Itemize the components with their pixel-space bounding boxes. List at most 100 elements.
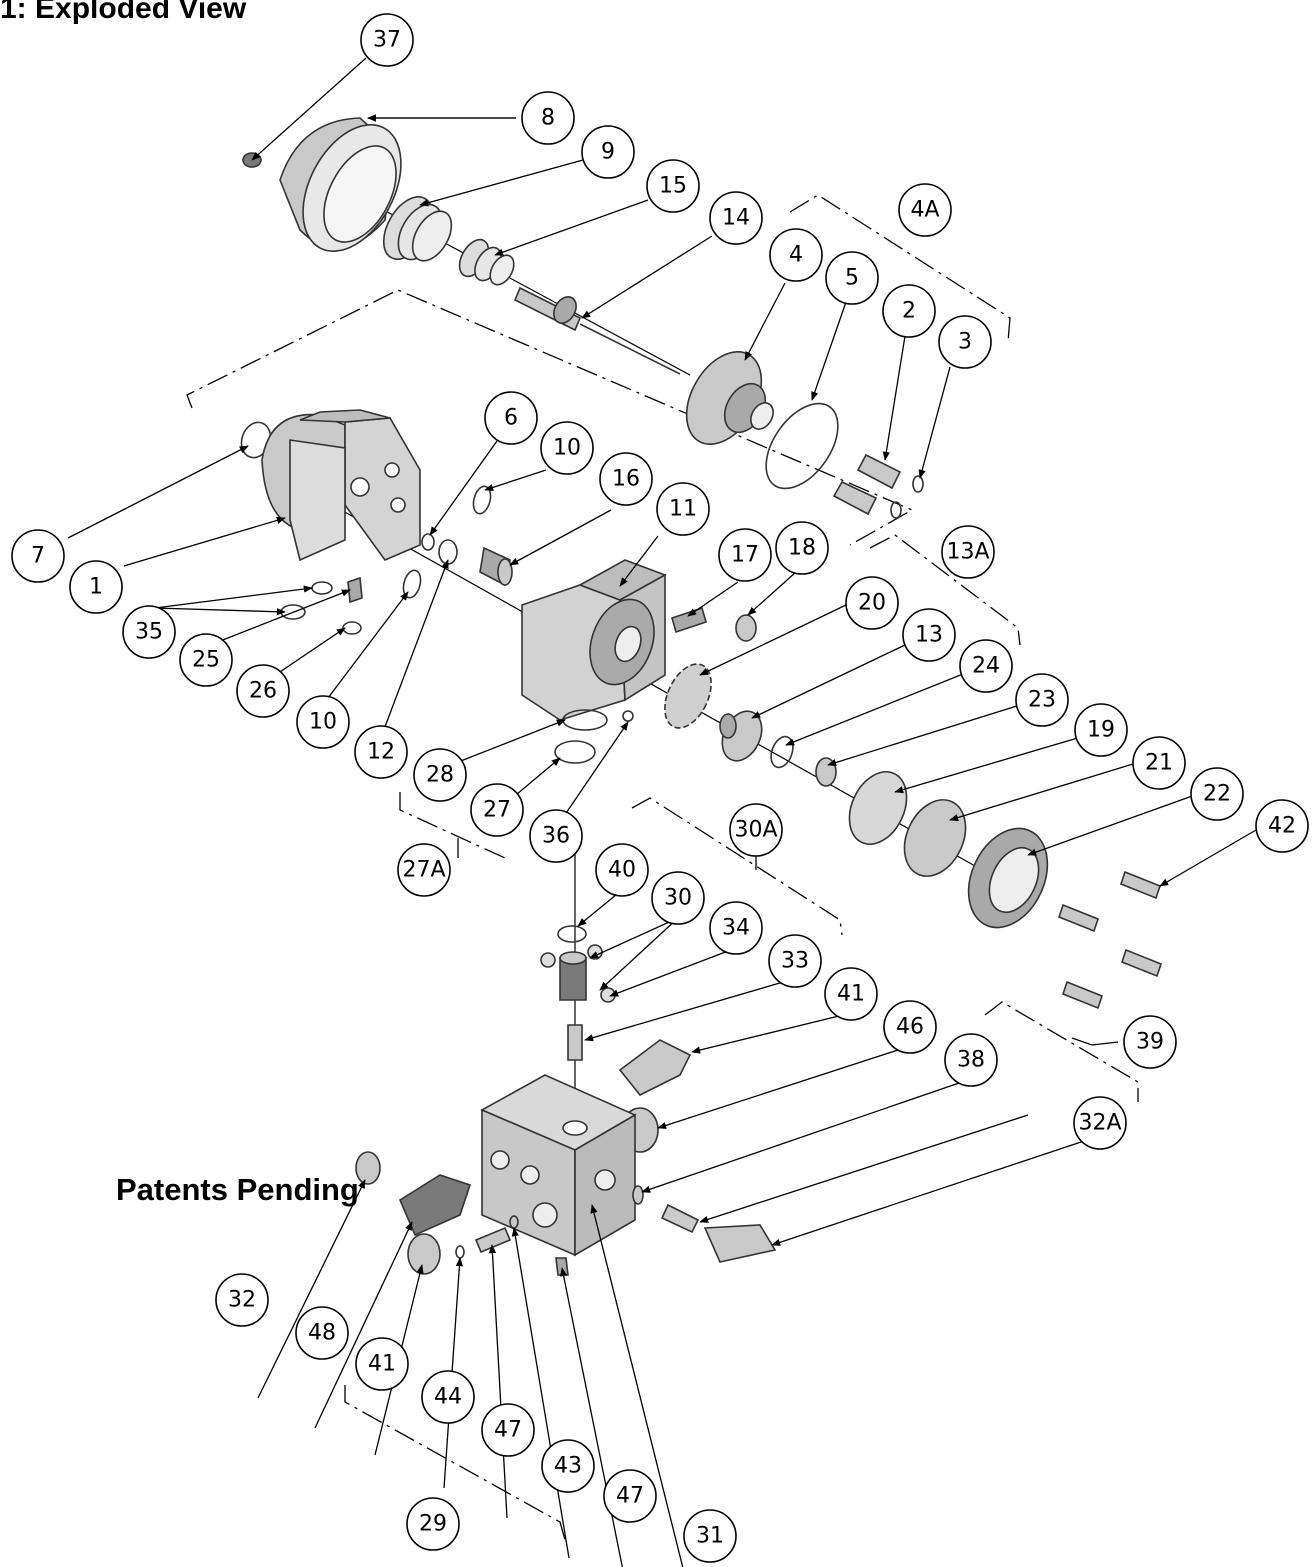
ball-34a <box>540 952 556 968</box>
fitting-41a <box>618 1039 692 1097</box>
callout-43a: 29 <box>419 1512 447 1537</box>
pin-33 <box>567 1024 583 1061</box>
fitting-31 <box>555 1257 569 1276</box>
callout-48: 32 <box>228 1288 256 1313</box>
callout-14: 14 <box>722 206 750 231</box>
bolt-32a <box>1058 903 1099 933</box>
group-brackets <box>186 194 1139 1541</box>
callout-bubble: 7 <box>11 529 65 583</box>
callout-bubble: 10 <box>296 695 350 749</box>
callout-bubble: 47 <box>603 1469 657 1523</box>
callout-32a: 39 <box>1136 1030 1164 1055</box>
cap-48 <box>355 1151 381 1185</box>
callout-2: 2 <box>902 299 916 324</box>
callout-bubble: 15 <box>646 159 700 213</box>
callout-bubble: 35 <box>122 605 176 659</box>
callout-44: 41 <box>368 1352 396 1377</box>
bolt-32b <box>1121 948 1162 978</box>
callout-47b: 43 <box>554 1454 582 1479</box>
callout-bubble: 40 <box>595 843 649 897</box>
callout-bubble: 4 <box>769 228 823 282</box>
callout-bubble: 30A <box>729 803 783 857</box>
callout-bubble: 36 <box>529 809 583 863</box>
callout-bubble: 28 <box>413 748 467 802</box>
callout-30: 30 <box>664 886 692 911</box>
callout-bubble: 3 <box>938 315 992 369</box>
spring-9 <box>382 196 453 262</box>
callout-17: 17 <box>731 543 759 568</box>
page-title: 1: Exploded View <box>0 0 247 25</box>
callout-32: 32A <box>1078 1111 1121 1136</box>
callout-26: 26 <box>249 679 277 704</box>
ring-26 <box>342 621 362 635</box>
callout-bubble: 18 <box>775 521 829 575</box>
callout-22: 22 <box>1203 782 1231 807</box>
callout-bubble: 5 <box>825 251 879 305</box>
callout-20: 20 <box>858 591 886 616</box>
callout-bubble: 37 <box>360 13 414 67</box>
washer-38 <box>632 1185 644 1205</box>
pins-2 <box>832 453 902 516</box>
callout-bubble: 30 <box>651 871 705 925</box>
callout-bubble: 32 <box>215 1273 269 1327</box>
callout-bubble: 47 <box>481 1403 535 1457</box>
callout-bubble: 16 <box>599 452 653 506</box>
callout-bubble: 38 <box>944 1033 998 1087</box>
ring-19 <box>848 771 908 845</box>
callout-bubble: 8 <box>521 91 575 145</box>
callout-bubble: 24 <box>959 639 1013 693</box>
callout-27: 27 <box>483 798 511 823</box>
callout-bubble: 21 <box>1132 736 1186 790</box>
callout-11: 11 <box>669 497 697 522</box>
callout-15: 15 <box>659 174 687 199</box>
callout-bubble: 39 <box>1123 1015 1177 1069</box>
spring-15 <box>458 238 515 286</box>
ring-3b <box>890 501 902 519</box>
callout-18: 18 <box>788 536 816 561</box>
callout-bubbles: 37 8 9 15 14 4A 4 5 2 3 7 1 6 10 16 11 3… <box>11 13 1309 1563</box>
callout-bubble: 9 <box>581 125 635 179</box>
callout-5: 5 <box>845 266 859 291</box>
callout-bubble: 48 <box>295 1306 349 1360</box>
shaft-14 <box>513 286 681 375</box>
stem-30 <box>559 951 587 1001</box>
union-nut-22 <box>967 827 1049 929</box>
callout-13: 13 <box>915 623 943 648</box>
callout-16: 16 <box>612 467 640 492</box>
callout-37: 37 <box>373 28 401 53</box>
callout-9: 9 <box>601 140 615 165</box>
callout-bubble: 43 <box>541 1439 595 1493</box>
callout-bubble: 29 <box>406 1497 460 1551</box>
fitting-25 <box>347 576 363 604</box>
callout-bubble: 20 <box>845 576 899 630</box>
callout-bubble: 4A <box>898 183 952 237</box>
seal-10a <box>472 485 492 515</box>
callout-23: 23 <box>1028 688 1056 713</box>
callout-13a: 13A <box>946 540 989 565</box>
callout-31: 47 <box>616 1484 644 1509</box>
callout-19: 19 <box>1087 718 1115 743</box>
callout-bubble: 34 <box>709 901 763 955</box>
callout-21: 21 <box>1145 751 1173 776</box>
callout-bubble: 12 <box>354 725 408 779</box>
housing-1 <box>261 409 421 562</box>
callout-bubble: 27A <box>397 843 451 897</box>
callout-bubble: 19 <box>1074 703 1128 757</box>
ring-6 <box>421 533 435 551</box>
bolt-42 <box>1120 870 1161 900</box>
callout-bubble: 42 <box>1255 799 1309 853</box>
callout-bubble: 17 <box>718 528 772 582</box>
bolt-32c <box>1062 980 1103 1010</box>
callout-bubble: 26 <box>236 664 290 718</box>
callout-bubble: 11 <box>656 482 710 536</box>
callout-bubble: 25 <box>179 633 233 687</box>
callout-bubble: 14 <box>709 191 763 245</box>
callout-bubble: 1 <box>69 560 123 614</box>
callout-42: 42 <box>1268 814 1296 839</box>
gear-ring-20 <box>664 663 712 729</box>
callout-bubble: 22 <box>1190 767 1244 821</box>
callout-10a: 10 <box>553 436 581 461</box>
o-ring-40 <box>557 925 587 943</box>
callout-27a: 27A <box>402 858 445 883</box>
callout-10b: 10 <box>309 710 337 735</box>
